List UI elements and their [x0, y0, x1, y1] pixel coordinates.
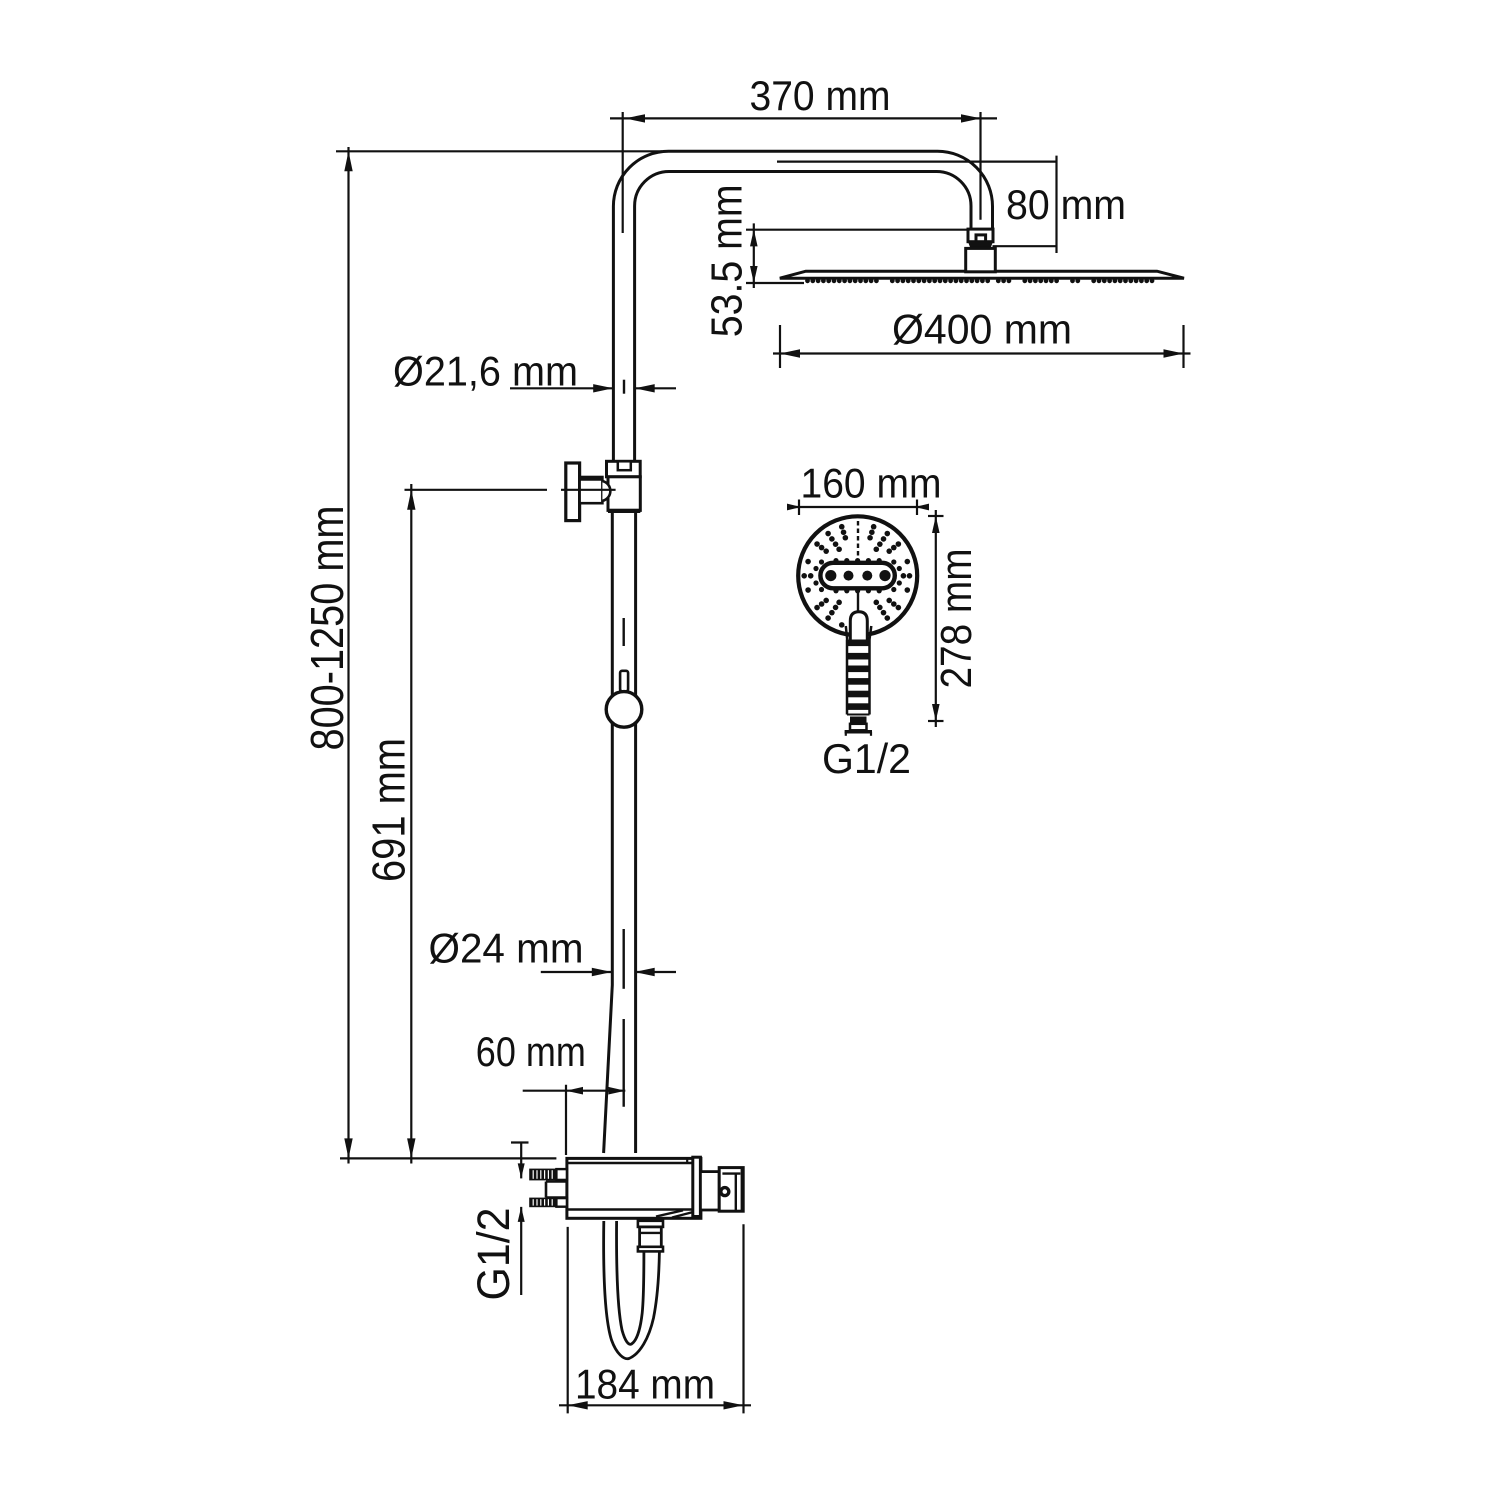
- svg-text:53.5 mm: 53.5 mm: [703, 184, 752, 337]
- svg-text:60 mm: 60 mm: [476, 1028, 586, 1075]
- svg-text:G1/2: G1/2: [468, 1208, 519, 1301]
- svg-text:G1/2: G1/2: [822, 735, 911, 782]
- svg-text:691 mm: 691 mm: [363, 738, 415, 882]
- svg-text:800-1250 mm: 800-1250 mm: [301, 506, 353, 751]
- svg-text:278 mm: 278 mm: [932, 549, 981, 689]
- svg-text:Ø21,6 mm: Ø21,6 mm: [393, 348, 578, 395]
- svg-text:370 mm: 370 mm: [750, 72, 891, 119]
- svg-text:Ø400 mm: Ø400 mm: [892, 306, 1072, 353]
- svg-text:Ø24 mm: Ø24 mm: [429, 924, 584, 971]
- svg-text:80 mm: 80 mm: [1006, 181, 1126, 228]
- svg-text:160 mm: 160 mm: [801, 460, 942, 507]
- svg-text:184 mm: 184 mm: [575, 1360, 715, 1407]
